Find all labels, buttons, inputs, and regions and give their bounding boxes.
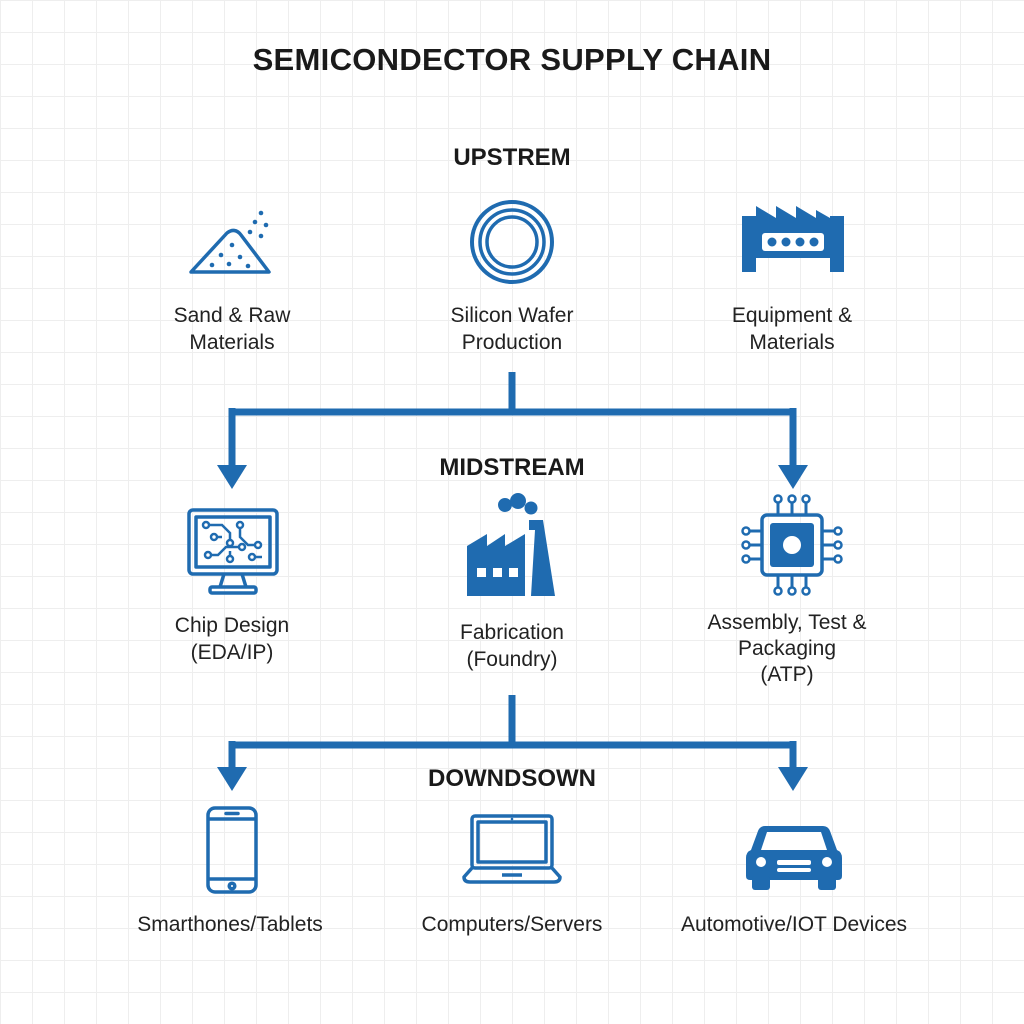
car-icon xyxy=(746,826,842,890)
upstream-to-midstream-connector xyxy=(228,372,797,468)
stage-upstream-label: UPSTREM xyxy=(453,144,571,171)
label-silicon-wafer-production: Silicon Wafer Production xyxy=(450,304,574,354)
arrow-to-automotive xyxy=(778,767,808,791)
label-smartphones-tablets: Smarthones/Tablets xyxy=(137,913,323,936)
silicon-wafer-icon xyxy=(470,200,554,284)
stage-downstream-label: DOWNDSOWN xyxy=(428,765,596,792)
stage-midstream-label: MIDSTREAM xyxy=(439,454,585,481)
factory-icon xyxy=(467,493,555,596)
equipment-icon xyxy=(742,206,844,272)
diagram-title: SEMICONDECTOR SUPPLY CHAIN xyxy=(252,42,772,77)
midstream-to-downstream-connector xyxy=(228,695,797,770)
laptop-icon xyxy=(462,814,562,884)
label-assembly-test-packaging: Assembly, Test & Packaging (ATP) xyxy=(707,611,867,686)
label-equipment-materials: Equipment & Materials xyxy=(731,304,853,354)
arrow-to-smartphones xyxy=(217,767,247,791)
smartphone-icon xyxy=(206,806,258,894)
arrow-to-chip-design xyxy=(217,465,247,489)
label-sand-raw-materials: Sand & Raw Materials xyxy=(173,304,291,354)
label-fabrication-foundry: Fabrication (Foundry) xyxy=(460,621,564,671)
microchip-icon xyxy=(741,494,843,596)
label-computers-servers: Computers/Servers xyxy=(421,913,603,936)
arrow-to-atp xyxy=(778,465,808,489)
monitor-circuit-icon xyxy=(187,508,279,595)
sand-pile-icon xyxy=(189,210,271,274)
label-automotive-iot-devices: Automotive/IOT Devices xyxy=(680,913,908,936)
label-chip-design: Chip Design (EDA/IP) xyxy=(174,614,290,664)
